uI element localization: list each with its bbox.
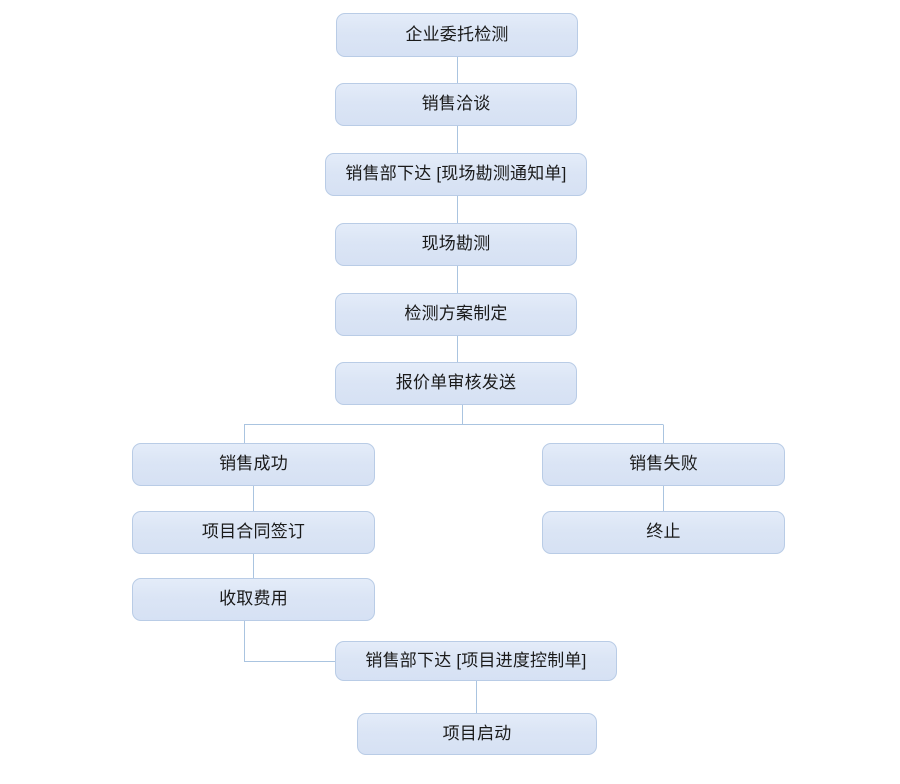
node-sales-negotiation[interactable]: 销售洽谈 [335,83,577,126]
node-quotation-review-and-send[interactable]: 报价单审核发送 [335,362,577,405]
node-label: 销售部下达 [项目进度控制单] [365,650,587,670]
node-project-contract-signing[interactable]: 项目合同签订 [132,511,375,554]
node-label: 销售洽谈 [421,94,491,114]
node-label: 项目启动 [442,723,512,743]
node-label: 终止 [646,522,681,542]
node-project-kickoff[interactable]: 项目启动 [357,713,597,755]
node-label: 检测方案制定 [404,304,508,324]
node-site-survey[interactable]: 现场勘测 [335,223,577,266]
node-terminate[interactable]: 终止 [542,511,785,554]
node-label: 报价单审核发送 [395,373,517,393]
node-test-plan-formulation[interactable]: 检测方案制定 [335,293,577,336]
node-enterprise-commission-test[interactable]: 企业委托检测 [336,13,578,57]
node-label: 收取费用 [219,589,288,609]
node-label: 销售失败 [629,454,698,474]
node-label: 销售部下达 [现场勘测通知单] [345,164,567,184]
node-collect-fees[interactable]: 收取费用 [132,578,375,621]
node-label: 现场勘测 [421,234,491,254]
node-sales-success[interactable]: 销售成功 [132,443,375,486]
node-label: 企业委托检测 [405,24,509,44]
node-sales-failure[interactable]: 销售失败 [542,443,785,486]
node-label: 销售成功 [219,454,288,474]
node-label: 项目合同签订 [201,522,306,542]
node-sales-dept-issue-site-survey-notice[interactable]: 销售部下达 [现场勘测通知单] [325,153,587,196]
node-sales-dept-issue-project-progress-control-sheet[interactable]: 销售部下达 [项目进度控制单] [335,641,617,681]
